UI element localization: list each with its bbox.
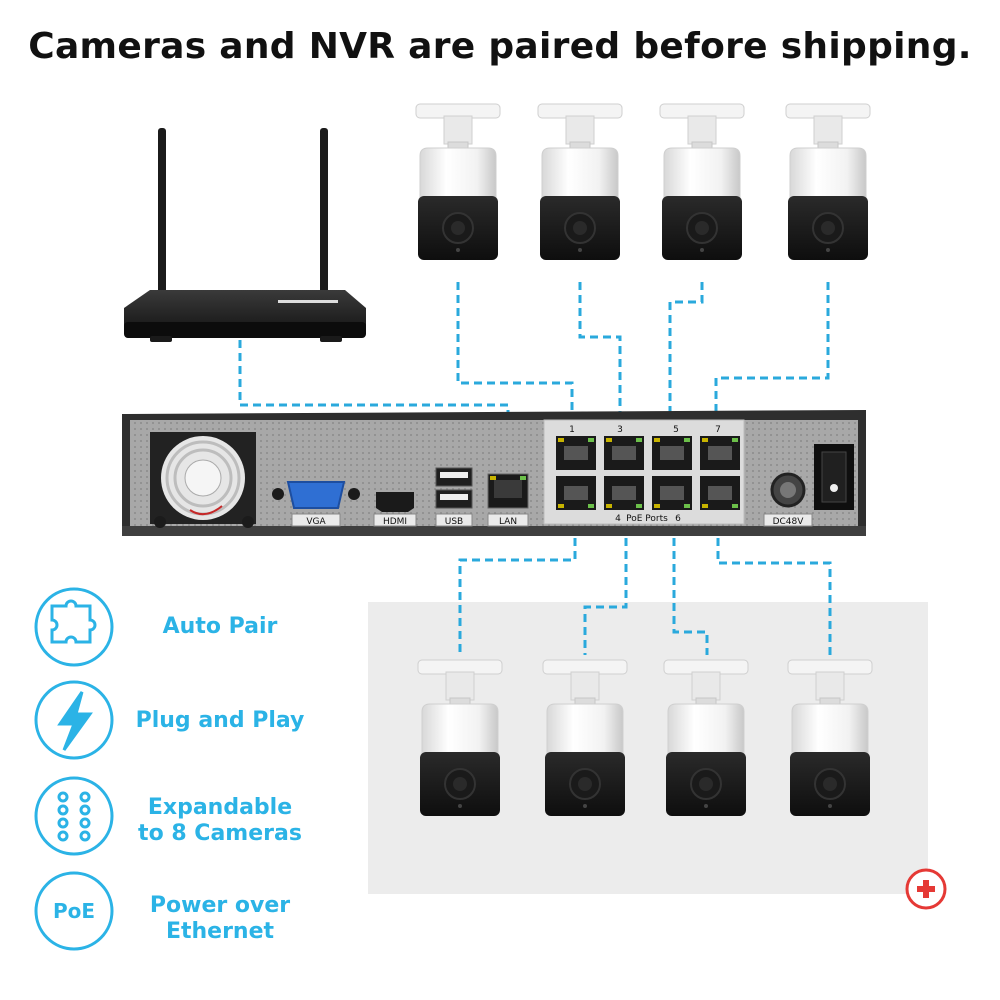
feature-expandable: Expandable to 8 Cameras bbox=[120, 795, 320, 847]
lan-label: LAN bbox=[499, 517, 517, 527]
feature-auto-pair: Auto Pair bbox=[120, 614, 320, 640]
feature-label: Plug and Play bbox=[135, 708, 305, 733]
camera-grid-icon bbox=[34, 776, 114, 856]
network-cables bbox=[238, 282, 832, 655]
port-number-3: 3 bbox=[617, 425, 623, 435]
fan bbox=[150, 432, 256, 528]
port-number-7: 7 bbox=[715, 425, 721, 435]
feature-label-line1: Power over bbox=[149, 893, 291, 918]
feature-power-over-ethernet: Power over Ethernet bbox=[120, 893, 320, 945]
poe-ports: 1 3 5 7 4 PoE Ports 6 bbox=[543, 419, 745, 525]
vga-port: VGA bbox=[272, 481, 360, 527]
dc-power-port: DC48V bbox=[763, 472, 813, 527]
lan-port: LAN bbox=[487, 473, 529, 527]
feature-plug-and-play: Plug and Play bbox=[120, 708, 320, 734]
lightning-icon bbox=[34, 680, 114, 760]
power-switch bbox=[814, 444, 854, 510]
camera-top-4 bbox=[785, 103, 871, 261]
camera-top-3 bbox=[659, 103, 745, 261]
puzzle-icon bbox=[34, 587, 114, 667]
port-number-5: 5 bbox=[673, 425, 679, 435]
nvr-back-panel: VGA HDMI USB LAN bbox=[122, 410, 866, 536]
feature-label-line1: Expandable bbox=[147, 795, 293, 820]
add-camera-icon bbox=[905, 868, 947, 910]
camera-top-2 bbox=[537, 103, 623, 261]
feature-label-line2: to 8 Cameras bbox=[138, 821, 302, 846]
poe-left-number: 4 bbox=[615, 514, 621, 524]
headline: Cameras and NVR are paired before shippi… bbox=[28, 26, 972, 67]
feature-label: Auto Pair bbox=[162, 614, 278, 639]
usb-label: USB bbox=[445, 517, 463, 527]
port-number-1: 1 bbox=[569, 425, 575, 435]
wifi-router bbox=[124, 128, 366, 342]
camera-top-1 bbox=[415, 103, 501, 261]
hdmi-label: HDMI bbox=[383, 517, 407, 527]
poe-ports-label: PoE Ports bbox=[626, 514, 668, 524]
poe-right-number: 6 bbox=[675, 514, 681, 524]
feature-label-line2: Ethernet bbox=[165, 919, 275, 944]
poe-icon bbox=[34, 871, 114, 951]
dc-power-label: DC48V bbox=[773, 517, 805, 527]
poe-icon-text: PoE bbox=[53, 899, 95, 923]
hdmi-port: HDMI bbox=[373, 492, 417, 527]
vga-label: VGA bbox=[306, 517, 326, 527]
usb-ports: USB bbox=[435, 467, 473, 527]
